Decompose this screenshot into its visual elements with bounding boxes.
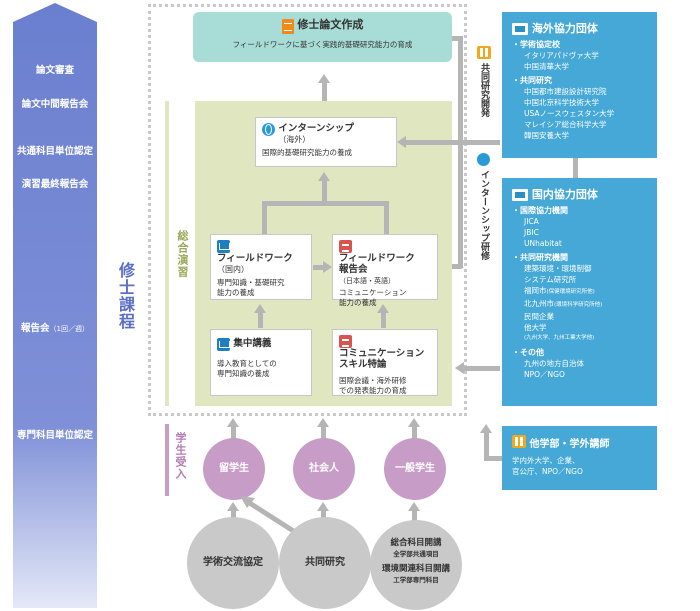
globe-icon [262,123,275,136]
list-item: システム研究所 [524,275,577,284]
stage-common-credit: 共通科目単位認定 [16,146,93,157]
student-working: 社会人 [293,438,355,500]
overseas-title: 海外協力団体 [531,22,598,35]
internship-training-label: インターンシップ研修 [479,170,489,260]
internship-box: インターンシップ（海外） 国際的基礎研究能力の養成 [255,117,397,167]
fieldwork-box: フィールドワーク（国内） 専門知識・基礎研究能力の養成 [210,234,312,300]
joint-research-label: 共同研究開発 [479,63,489,117]
intensive-box: 集中講義 導入教育としての専門知識の養成 [210,329,312,396]
student-general: 一般学生 [384,438,446,500]
list-item: 中国都市建設設計研究院 [524,87,607,96]
comm-skill-desc: 国際会議・海外研修での発表能力の育成 [339,376,407,395]
source-courses: 総合科目開講 全学部共通項目 環境関連科目開講 工学部専門科目 [370,520,462,610]
thesis-desc: フィールドワークに基づく実践的基礎研究能力の育成 [232,40,413,49]
people-icon-2 [512,435,526,448]
domestic-group1: ・国際協力機関 [512,206,568,215]
fieldwork-report-box: フィールドワーク報告会（日本語・英語） コミュニケーション能力の養成 [332,234,438,307]
list-item: JICA [524,217,539,226]
comm-skill-box: コミュニケーションスキル特論 国際会議・海外研修での発表能力の育成 [332,329,438,396]
source-joint: 共同研究 [279,517,371,609]
other-panel: 他学部・学外講師 学内外大学、企業、官公庁、NPO／NGO [502,426,657,490]
book-icon [217,240,230,253]
people-icon [477,46,491,65]
source-exchange: 学術交流協定 [187,517,279,609]
meeting-icon [339,240,352,253]
stage-final-report: 演習最終報告会 [21,179,89,190]
list-item: NPO／NGO [524,370,565,379]
list-item: 中国清華大学 [524,62,569,71]
course-label: 修士課程 [116,262,135,330]
building-icon [512,23,528,35]
book-icon-2 [217,338,230,351]
list-item: JBIC [524,228,539,237]
fieldwork-report-desc: コミュニケーション能力の養成 [339,288,407,307]
thesis-box: 修士論文作成 フィールドワークに基づく実践的基礎研究能力の育成 [193,12,452,62]
list-item: UNhabitat [524,239,562,248]
internship-title: インターンシップ（海外） [278,123,354,144]
domestic-group3: ・その他 [512,348,544,357]
list-item: 建築環境・環境制御 [524,264,592,273]
stage-report-meeting: 報告会（1回／週） [13,320,97,334]
list-item: 他大学 [524,323,547,332]
student-international: 留学生 [203,438,265,500]
other-title: 他学部・学外講師 [529,439,610,450]
joint-to-international-arrow [240,496,297,535]
list-item: 民間企業 [524,312,554,321]
list-item: 九州の地方自治体 [524,359,584,368]
overseas-group1: ・学術協定校 [512,40,560,49]
intensive-title: 集中講義 [233,338,272,349]
list-item: 韓国安養大学 [524,131,569,140]
list-item: 中国北京科学技術大学 [524,98,599,107]
intensive-desc: 導入教育としての専門知識の養成 [217,359,277,378]
other-desc: 学内外大学、企業、官公庁、NPO／NGO [512,456,583,476]
program-frame [148,4,467,416]
list-item: USAノースウェスタン大学 [524,109,615,118]
overseas-panel: 海外協力団体 ・学術協定校 イタリアパドヴァ大学 中国清華大学 ・共同研究 中国… [502,12,657,158]
seminar-label: 総合演習 [176,230,189,278]
domestic-panel: 国内協力団体 ・国際協力機関 JICA JBIC UNhabitat ・共同研究… [502,178,657,406]
meeting-icon-2 [339,335,352,348]
stage-report-frequency: （1回／週） [49,325,89,333]
comm-skill-title: コミュニケーションスキル特論 [339,348,425,370]
list-item: イタリアパドヴァ大学 [524,51,599,60]
domestic-group2: ・共同研究機関 [512,253,568,262]
stage-specialty-credit: 専門科目単位認定 [16,430,93,441]
stage-thesis-review: 論文審査 [35,65,74,76]
stage-report-label: 報告会 [21,323,50,334]
fieldwork-report-title: フィールドワーク報告会（日本語・英語） [339,253,415,285]
domestic-title: 国内協力団体 [531,188,598,201]
thesis-title: 修士論文作成 [297,18,364,31]
stage-midterm-report: 論文中間報告会 [21,99,89,110]
internship-desc: 国際的基礎研究能力の養成 [262,148,352,157]
fieldwork-title: フィールドワーク（国内） [217,253,293,274]
list-item: 福岡市(保健環境研究所他) [524,286,595,295]
fieldwork-desc: 専門知識・基礎研究能力の養成 [217,278,285,297]
building-icon-2 [512,189,528,201]
student-intake-label: 学生受入 [174,432,187,480]
list-item: 北九州市(環境科学研究所他) [524,299,603,308]
progress-arrow [13,3,97,608]
overseas-group2: ・共同研究 [512,76,552,85]
document-icon [281,19,294,34]
list-item: (九州大学、九州工業大学他) [524,335,595,341]
globe-icon-2 [477,153,490,166]
list-item: マレイシア総合科学大学 [524,120,607,129]
